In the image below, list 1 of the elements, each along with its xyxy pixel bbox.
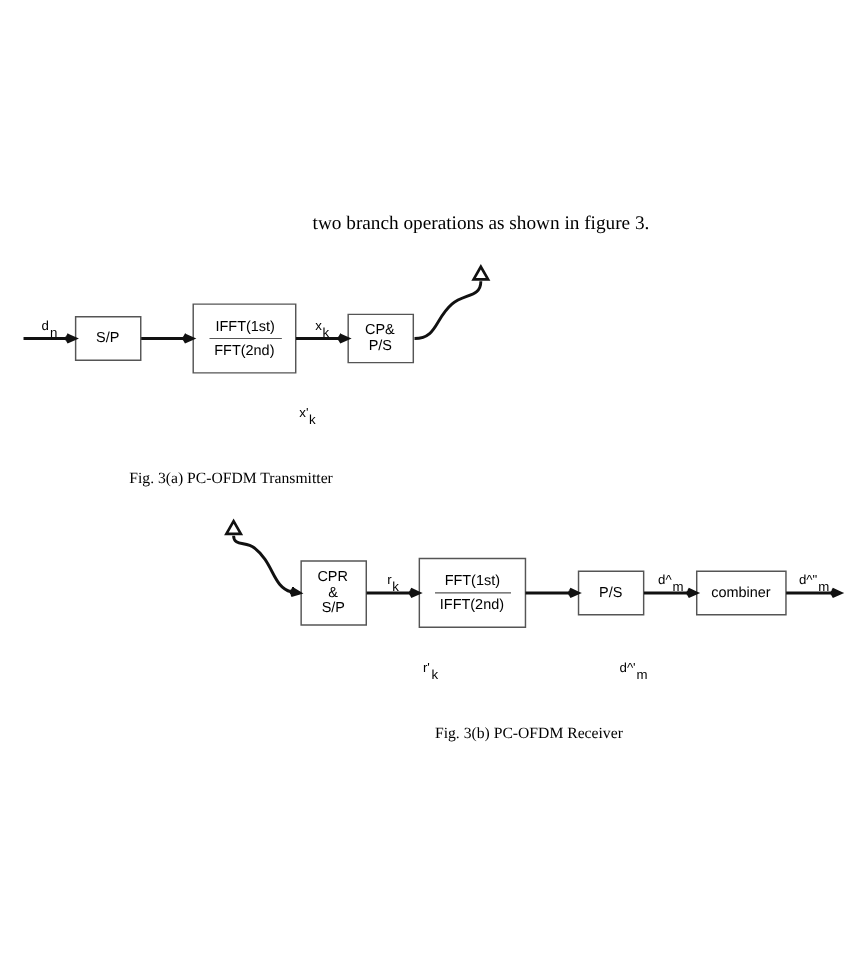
label: two branch operations as shown in figure 3. <box>312 212 650 235</box>
